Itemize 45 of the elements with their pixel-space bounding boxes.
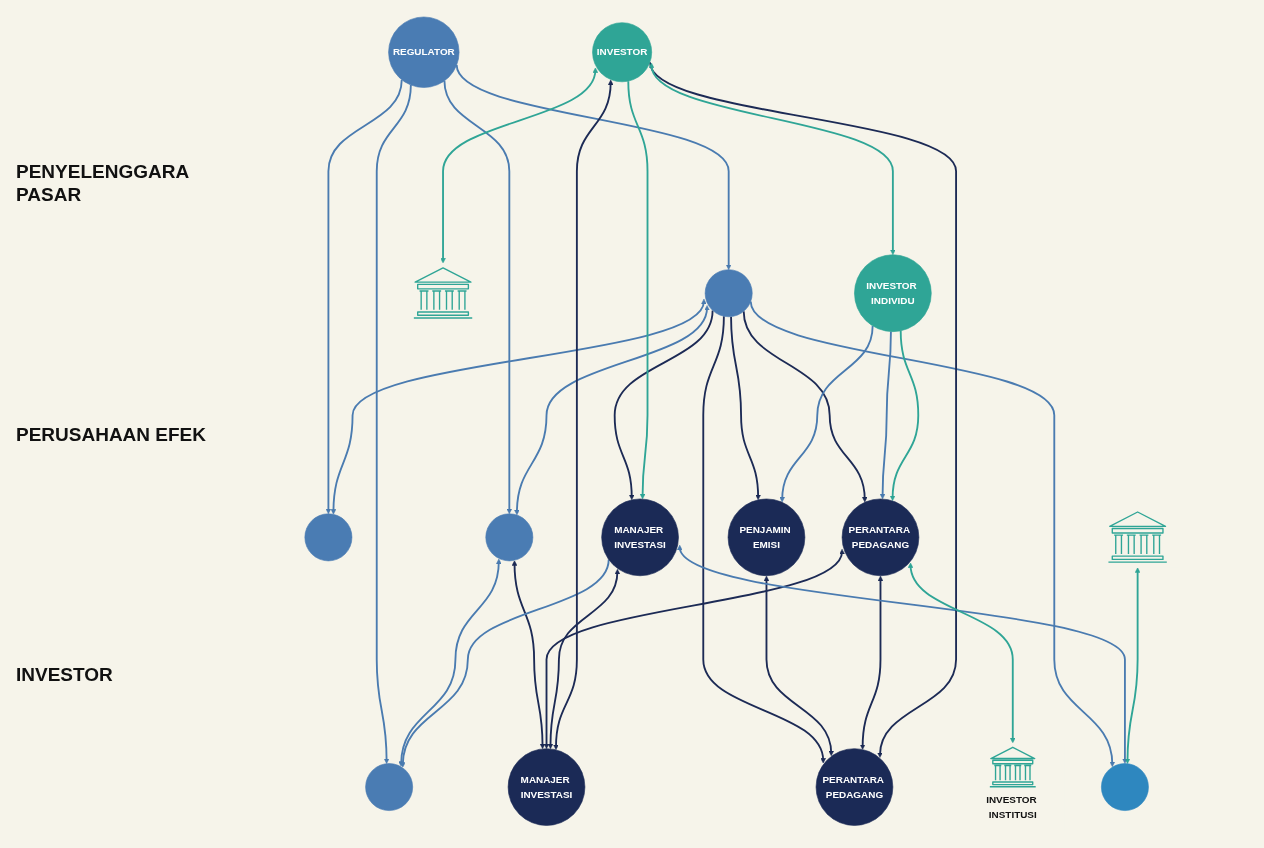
node-circle: REGULATOR [388, 16, 460, 88]
arrow [400, 558, 610, 768]
arrow [749, 300, 1115, 767]
arrow [543, 549, 844, 749]
arrow [678, 545, 1128, 764]
arrow [860, 575, 884, 750]
arrow [779, 324, 874, 503]
row-label: PENYELENGGARA PASAR [16, 160, 190, 207]
arrow [763, 575, 834, 757]
node-circle: PENJAMIN EMISI [727, 498, 806, 577]
arrow [375, 84, 412, 764]
arrow [890, 329, 920, 501]
arrow [649, 62, 896, 256]
node-circle: PERANTARA PEDAGANG [815, 748, 894, 826]
arrow [440, 67, 598, 264]
node-circle [704, 269, 753, 318]
arrow [649, 61, 957, 758]
node-circle [365, 763, 413, 811]
arrow [398, 558, 502, 767]
arrow [1124, 567, 1141, 764]
arrow [879, 330, 892, 500]
arrow [553, 79, 614, 750]
arrow [325, 78, 403, 515]
arrow [511, 560, 546, 750]
node-circle: PERANTARA PEDAGANG [841, 498, 920, 577]
arrow [702, 315, 826, 764]
node-text: INVESTOR INSTITUSI [986, 794, 1037, 820]
node-circle [1101, 763, 1149, 811]
node-circle [485, 513, 534, 562]
arrow [547, 568, 620, 750]
node-circle: MANAJER INVESTASI [601, 498, 679, 577]
arrow [455, 64, 732, 270]
arrow [742, 310, 868, 503]
node-circle: INVESTOR INDIVIDU [854, 254, 932, 332]
node-circle [304, 513, 353, 562]
row-label: INVESTOR [16, 664, 113, 688]
arrow [627, 80, 649, 500]
arrow [730, 315, 761, 501]
node-circle: INVESTOR [592, 22, 652, 83]
arrow [514, 305, 710, 516]
row-label: PERUSAHAAN EFEK [16, 424, 207, 447]
arrow [613, 309, 714, 501]
arrow [330, 299, 706, 515]
node-circle: MANAJER INVESTASI [507, 748, 586, 826]
arrow [908, 562, 1016, 744]
